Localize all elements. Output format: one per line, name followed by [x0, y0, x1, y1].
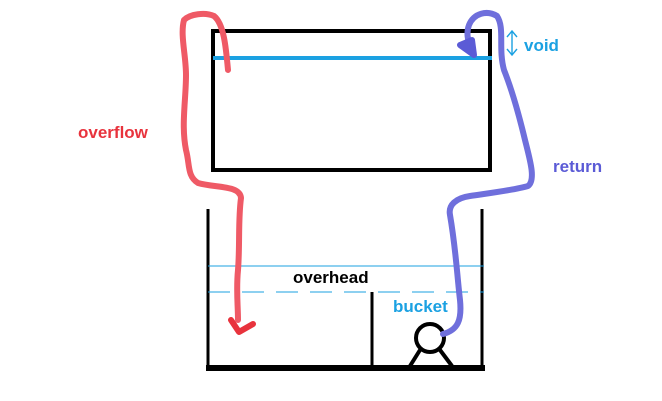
overflow-pipe: [179, 10, 244, 323]
pump-icon: [408, 322, 454, 368]
return-label: return: [553, 157, 603, 176]
overhead-label: overhead: [293, 268, 369, 287]
return-pipe: [440, 10, 535, 337]
return-arrowhead-icon: [457, 37, 477, 58]
double-arrow-vertical-icon: [506, 29, 518, 57]
display-tank: [211, 29, 492, 172]
overflow-label: overflow: [78, 123, 148, 142]
bucket-label: bucket: [393, 297, 448, 316]
sump: [206, 209, 485, 371]
void-label: void: [524, 36, 559, 55]
overflow-arrowhead-icon: [228, 317, 256, 335]
